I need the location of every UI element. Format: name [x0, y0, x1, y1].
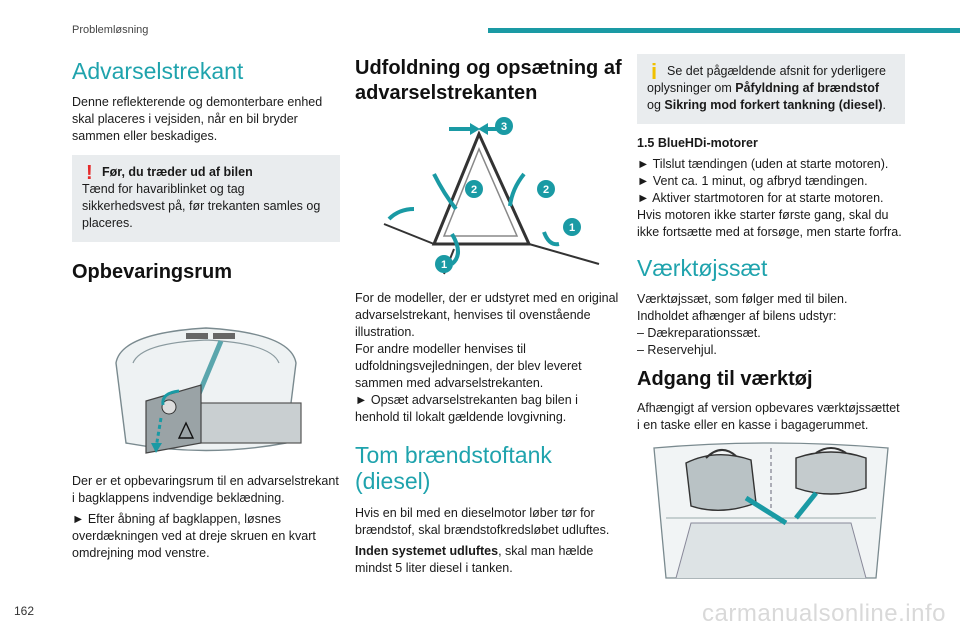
svg-text:2: 2	[471, 184, 477, 196]
step-badge: 2	[537, 180, 555, 198]
access-heading: Adgang til værktøj	[637, 368, 813, 391]
storage-text: Der er et opbevaringsrum til en advarsel…	[72, 474, 339, 506]
step-badge: 2	[465, 180, 483, 198]
watermark: carmanualsonline.info	[702, 600, 946, 627]
engine-subtitle: 1.5 BlueHDi-motorer	[637, 136, 758, 150]
svg-text:2: 2	[543, 184, 549, 196]
toolkit-text-2: Indholdet afhænger af bilens udstyr:	[637, 309, 837, 324]
empty-tank-heading: Tom brændstoftank (diesel)	[355, 442, 552, 495]
unfold-text-2: For andre modeller henvises til udfoldni…	[355, 342, 582, 390]
unfold-text-3: ► Opsæt advarselstrekanten bag bilen i h…	[355, 393, 578, 424]
engine-step: ► Aktiver startmotoren for at starte mot…	[637, 191, 884, 205]
toolkit-item: – Dækreparationssæt.	[637, 326, 761, 341]
toolkit-text-1: Værktøjssæt, som følger med til bilen.	[637, 292, 848, 307]
warning-box-title: Før, du træder ud af bilen	[102, 165, 253, 180]
engine-step: ► Tilslut tændingen (uden at starte moto…	[637, 157, 889, 171]
step-badge: 1	[435, 255, 453, 273]
tank-text-1: Hvis en bil med en dieselmotor løber tør…	[355, 505, 610, 537]
warning-triangle-heading: Advarselstrekant	[72, 58, 244, 84]
storage-heading: Opbevaringsrum	[72, 261, 233, 284]
access-text: Afhængigt af version opbevares værktøjss…	[637, 401, 900, 433]
column-2: Udfoldning og opsætning af advarselstrek…	[355, 50, 623, 581]
column-1: Advarselstrekant Denne reflekterende og …	[72, 50, 340, 566]
step-badge: 1	[563, 218, 581, 236]
warning-box-text: Tænd for havariblinket og tag sikkerheds…	[82, 182, 321, 231]
info-icon: i	[651, 59, 658, 84]
unfold-text-1: For de modeller, der er udstyret med en …	[355, 291, 619, 339]
trunk-toolkit-illustration	[653, 442, 889, 580]
tank-text-2: Inden systemet udluftes, skal man hælde …	[355, 543, 594, 575]
svg-text:1: 1	[569, 222, 575, 234]
svg-text:3: 3	[501, 121, 507, 133]
header-accent-bar	[488, 28, 960, 33]
warning-box: ! Før, du træder ud af bilen Tænd for ha…	[72, 155, 340, 243]
page-number: 162	[14, 604, 35, 618]
toolkit-item: – Reservehjul.	[637, 343, 717, 358]
warning-exclamation-icon: !	[86, 162, 93, 185]
engine-step: ► Vent ca. 1 minut, og afbryd tændingen.	[637, 174, 868, 188]
section-header: Problemløsning	[72, 24, 149, 36]
triangle-unfold-illustration: 3 2 2 1 1	[383, 117, 600, 275]
column-3: i Se det pågældende afsnit for yderliger…	[637, 50, 905, 588]
warning-triangle-intro: Denne reflekterende og demonterbare enhe…	[72, 95, 323, 144]
unfold-heading: Udfoldning og opsætning af advarselstrek…	[355, 57, 622, 104]
step-badge: 3	[495, 117, 513, 135]
info-box: i Se det pågældende afsnit for yderliger…	[637, 54, 905, 124]
engine-note: Hvis motoren ikke starter første gang, s…	[637, 208, 902, 239]
toolkit-heading: Værktøjssæt	[637, 255, 768, 281]
svg-text:1: 1	[441, 259, 447, 271]
tailgate-storage-illustration	[115, 327, 302, 455]
storage-step: ► Efter åbning af bagklappen, løsnes ove…	[72, 512, 316, 561]
